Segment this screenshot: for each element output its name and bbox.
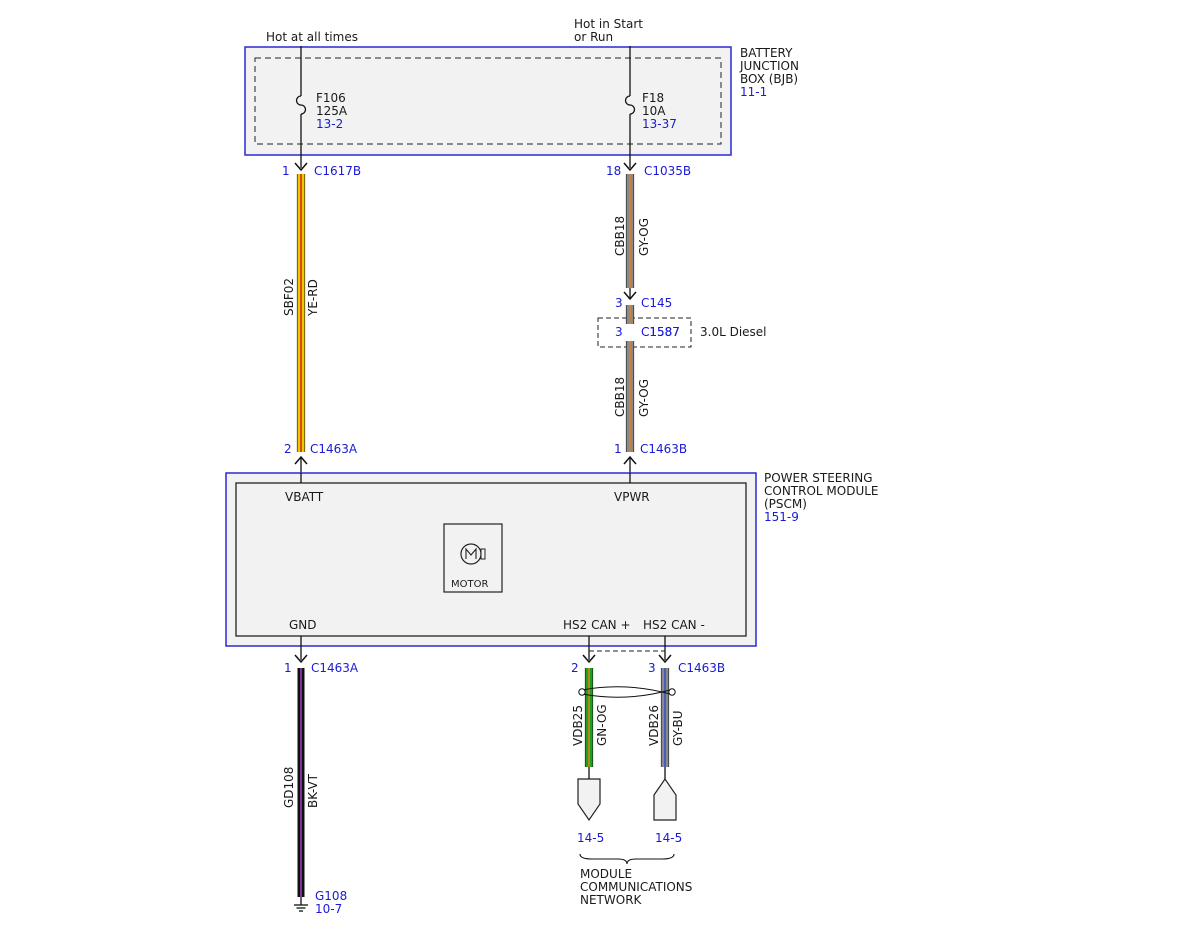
wire-cbb18-lower-circuit: CBB18 — [613, 377, 627, 417]
c1035b-name[interactable]: C1035B — [644, 164, 691, 178]
fuse-f18-name: F18 — [642, 91, 664, 105]
c1617b-name[interactable]: C1617B — [314, 164, 361, 178]
c1463a-bottom-name[interactable]: C1463A — [311, 661, 359, 675]
offpage-arrow-up-icon[interactable] — [653, 777, 677, 821]
c1587-dashed-box — [597, 317, 692, 348]
wire-cbb18-upper-circuit: CBB18 — [613, 216, 627, 256]
c1463b-can-plus-pin: 2 — [571, 661, 579, 675]
wire-vdb25[interactable] — [584, 668, 594, 767]
pscm-ref[interactable]: 151-9 — [764, 510, 799, 524]
ground-icon — [294, 897, 308, 912]
pscm-pin-hs2-can-plus: HS2 CAN + — [563, 618, 631, 632]
label-hot-in-start-line2: or Run — [574, 30, 613, 44]
fuse-f106-name: F106 — [316, 91, 346, 105]
network-brace — [579, 853, 675, 865]
wire-gd108-color: BK-VT — [306, 773, 320, 808]
wire-sbf02-circuit: SBF02 — [282, 278, 296, 316]
fuse-f106-ref[interactable]: 13-2 — [316, 117, 343, 131]
network-name-line1: MODULE — [580, 867, 632, 881]
bjb-name-line2: JUNCTION — [739, 59, 799, 73]
c145-name[interactable]: C145 — [641, 296, 672, 310]
bjb-box — [244, 46, 732, 156]
wire-sbf02[interactable] — [296, 174, 306, 452]
c145-pin: 3 — [615, 296, 623, 310]
wire-vdb26-circuit: VDB26 — [647, 705, 661, 746]
wire-sbf02-color: YE-RD — [306, 279, 320, 317]
network-ref-right[interactable]: 14-5 — [655, 831, 682, 845]
wire-vdb25-color: GN-OG — [595, 704, 609, 746]
network-name-line2: COMMUNICATIONS — [580, 880, 692, 894]
network-ref-left[interactable]: 14-5 — [577, 831, 604, 845]
c1587-name[interactable]: C1587 — [641, 325, 680, 339]
wire-vdb25-circuit: VDB25 — [571, 705, 585, 746]
c1463b-can-minus-pin: 3 — [648, 661, 656, 675]
wire-cbb18-upper-color: GY-OG — [637, 218, 651, 256]
motor-label: MOTOR — [451, 579, 488, 590]
bjb-ref[interactable]: 11-1 — [740, 85, 767, 99]
wire-cbb18-lower-color: GY-OG — [637, 379, 651, 417]
c1463b-can-plus-arrow-icon — [582, 654, 596, 664]
pscm-name-line2: CONTROL MODULE — [764, 484, 879, 498]
fuse-f18-ref[interactable]: 13-37 — [642, 117, 677, 131]
c1587-note: 3.0L Diesel — [700, 325, 767, 339]
bjb-inner-dashed — [254, 57, 722, 145]
c1463a-top-pin: 2 — [284, 442, 292, 456]
c145-arrow-icon — [623, 291, 637, 301]
label-hot-at-all-times: Hot at all times — [266, 30, 358, 44]
c1463b-can-minus-arrow-icon — [658, 654, 672, 664]
pscm-name-line1: POWER STEERING — [764, 471, 873, 485]
c1587-name-overlay: C1587 — [641, 325, 680, 339]
network-name-line3: NETWORK — [580, 893, 643, 907]
wire-cbb18-upper[interactable] — [625, 174, 635, 288]
c1463b-top-pin: 1 — [614, 442, 622, 456]
bjb-name-line1: BATTERY — [740, 46, 793, 60]
wire-vdb26[interactable] — [660, 668, 670, 767]
bjb-name-line3: BOX (BJB) — [740, 72, 798, 86]
c1463a-top-name[interactable]: C1463A — [310, 442, 358, 456]
pscm-pin-gnd: GND — [289, 618, 317, 632]
pscm-name-line3: (PSCM) — [764, 497, 807, 511]
wire-gd108-circuit: GD108 — [282, 767, 296, 808]
ground-ref[interactable]: 10-7 — [315, 902, 342, 916]
c1035b-pin: 18 — [606, 164, 621, 178]
wire-vdb26-color: GY-BU — [671, 710, 685, 746]
offpage-arrow-down-icon[interactable] — [577, 778, 601, 822]
fuse-f18-rating: 10A — [642, 104, 666, 118]
c1463a-bottom-pin: 1 — [284, 661, 292, 675]
c1463a-bottom-arrow-icon — [294, 654, 308, 664]
c1587-gap — [615, 324, 645, 341]
pscm-pin-vbatt: VBATT — [285, 490, 324, 504]
fuse-f106-rating: 125A — [316, 104, 348, 118]
twisted-pair-icon — [578, 686, 676, 698]
motor-icon — [443, 523, 503, 593]
pscm-pin-hs2-can-minus: HS2 CAN - — [643, 618, 705, 632]
c1463b-can-minus-name[interactable]: C1463B — [678, 661, 725, 675]
c1463b-top-name[interactable]: C1463B — [640, 442, 687, 456]
fuse-f18-symbol — [624, 95, 636, 115]
label-hot-in-start-line1: Hot in Start — [574, 17, 643, 31]
c1035b-arrow-icon — [623, 162, 637, 172]
fuse-f106-symbol — [295, 95, 307, 115]
pscm-pin-vpwr: VPWR — [614, 490, 650, 504]
c1617b-pin: 1 — [282, 164, 290, 178]
c1617b-arrow-icon — [294, 162, 308, 172]
ground-name[interactable]: G108 — [315, 889, 347, 903]
c1587-pin-overlay: 3 — [615, 325, 623, 339]
